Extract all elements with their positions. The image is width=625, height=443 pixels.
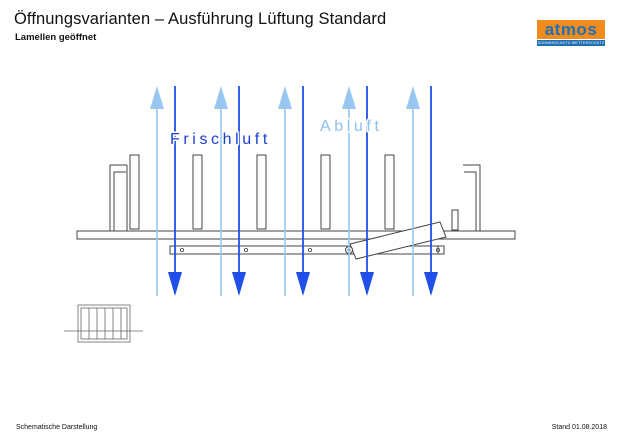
label-fresh-air: Frischluft [170,131,271,148]
exhaust-air-arrow [214,86,228,296]
fresh-air-arrow [424,86,438,296]
exhaust-air-arrow [150,86,164,296]
exhaust-air-arrow [406,86,420,296]
exhaust-air-arrow [278,86,292,296]
logo-wordmark: atmos [537,20,605,39]
right-housing [451,164,481,231]
left-housing [109,154,140,231]
footer-note: Schematische Darstellung [16,424,98,431]
lamella-slot [320,154,331,230]
frame-rail [76,230,516,240]
logo-tagline: SONNENSCHUTZ·WETTERSCHUTZ [537,40,605,46]
pivot-point [243,247,248,252]
lamella-slot [256,154,267,230]
pivot-point [179,247,184,252]
fresh-air-arrow [296,86,310,296]
lamella-slot [384,154,395,230]
page-title: Öffnungsvarianten – Ausführung Lüftung S… [14,10,387,28]
fresh-air-arrows [168,86,438,296]
exhaust-air-arrow [342,86,356,296]
grille-thumbnail [64,304,143,343]
page-subtitle: Lamellen geöffnet [15,32,97,43]
atmos-logo: atmos SONNENSCHUTZ·WETTERSCHUTZ [537,20,605,46]
exhaust-air-arrows [150,86,420,296]
lamella-slots [192,154,395,230]
footer-date: Stand 01.08.2018 [551,424,607,431]
fresh-air-arrow [232,86,246,296]
fresh-air-arrow [360,86,374,296]
pivot-point [307,247,312,252]
lamella-slot [192,154,203,230]
bar-end-block [437,245,445,255]
fresh-air-arrow [168,86,182,296]
label-exhaust-air: Abluft [320,118,383,135]
